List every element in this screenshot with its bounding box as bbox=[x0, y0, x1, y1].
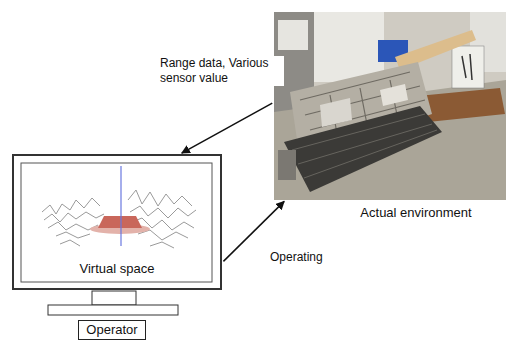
axis-line bbox=[120, 166, 121, 246]
edge-label: Operating bbox=[268, 250, 352, 265]
operator-label: Operator bbox=[79, 321, 145, 339]
operator-box: Operator bbox=[78, 320, 146, 340]
photo-frame: Actual environment bbox=[274, 12, 506, 200]
photo-caption: Actual environment bbox=[300, 205, 510, 221]
robot-model bbox=[98, 216, 142, 228]
monitor-base bbox=[48, 305, 178, 315]
monitor-neck bbox=[92, 291, 136, 305]
monitor-frame: Virtual space bbox=[12, 154, 222, 290]
arrow-connector bbox=[182, 103, 272, 153]
screen-label: Virtual space bbox=[14, 261, 220, 277]
robot-photo bbox=[274, 12, 506, 200]
edge-label: Range data, Various sensor value bbox=[158, 56, 284, 86]
point-cloud bbox=[42, 190, 196, 248]
